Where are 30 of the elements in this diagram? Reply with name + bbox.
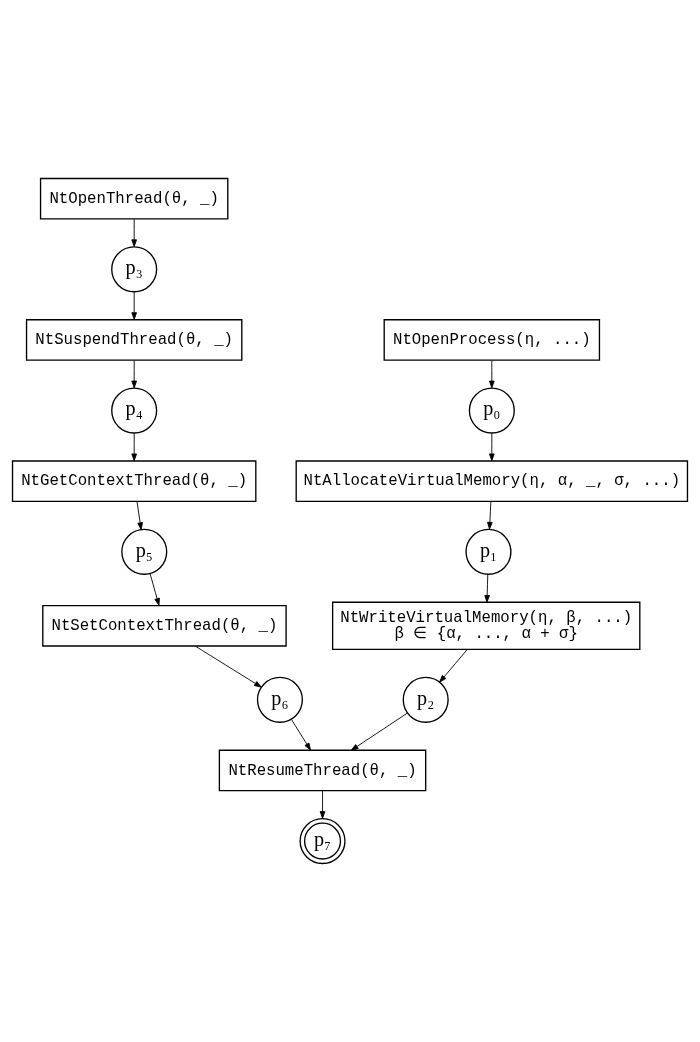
arrow bbox=[131, 360, 137, 389]
arrow bbox=[439, 649, 468, 683]
node-box: NtResumeThread(θ, _) bbox=[218, 749, 427, 792]
arrow bbox=[350, 712, 408, 751]
node-box: NtOpenThread(θ, _) bbox=[39, 177, 229, 220]
node-box: NtSetContextThread(θ, _) bbox=[42, 604, 287, 647]
arrow bbox=[487, 501, 493, 530]
node-circle: p₇ bbox=[299, 818, 346, 865]
node-box: NtOpenProcess(η, ...) bbox=[383, 319, 601, 361]
node-box: NtGetContextThread(θ, _) bbox=[11, 460, 257, 503]
arrow bbox=[136, 501, 143, 531]
node-box: NtSuspendThread(θ, _) bbox=[25, 319, 243, 361]
node-circle: p₅ bbox=[121, 528, 168, 575]
arrow bbox=[319, 790, 326, 819]
node-circle: p₁ bbox=[465, 528, 512, 575]
arrow bbox=[131, 218, 137, 247]
arrow bbox=[290, 718, 311, 751]
arrow bbox=[489, 432, 495, 462]
arrow bbox=[489, 360, 495, 389]
arrow bbox=[131, 432, 137, 462]
arrow bbox=[194, 645, 262, 688]
node-box: NtWriteVirtualMemory(η, β, ...) β ∈ {α, ..., α + σ} bbox=[331, 601, 641, 651]
node-circle: p₄ bbox=[111, 387, 158, 434]
node-circle: p₆ bbox=[256, 676, 304, 723]
arrow bbox=[149, 573, 160, 606]
node-circle: p₀ bbox=[468, 387, 515, 434]
arrow bbox=[484, 574, 490, 603]
node-circle: p₃ bbox=[111, 246, 158, 293]
arrow bbox=[131, 291, 137, 320]
node-box: NtAllocateVirtualMemory(η, α, _, σ, ...) bbox=[295, 460, 689, 503]
